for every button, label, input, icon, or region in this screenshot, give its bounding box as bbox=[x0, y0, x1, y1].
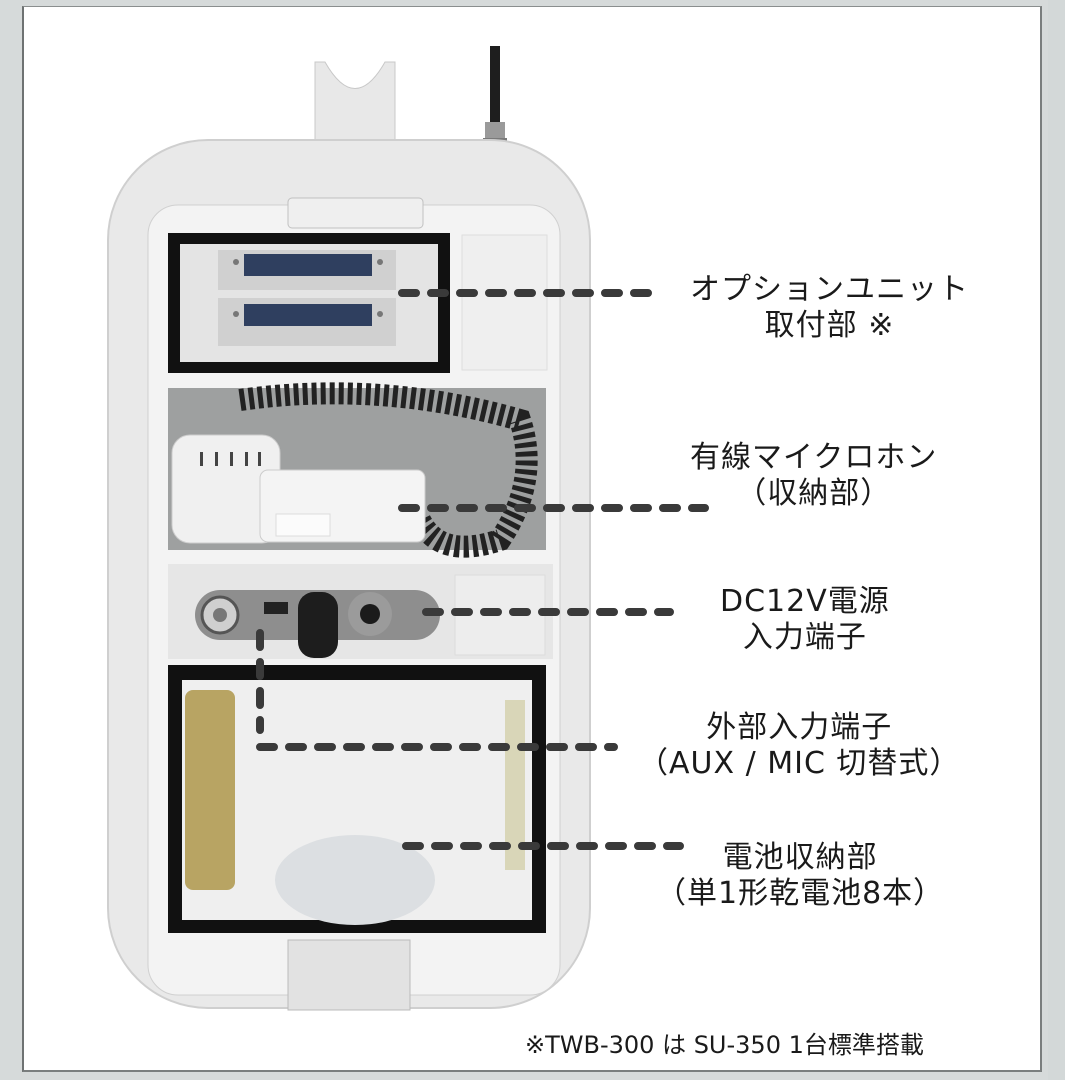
callout-line2: （AUX / MIC 切替式） bbox=[638, 746, 961, 781]
callout-line1: 電池収納部 bbox=[722, 840, 878, 875]
callout-line1: 有線マイクロホン bbox=[690, 440, 938, 475]
callout-ext-input: 外部入力端子 （AUX / MIC 切替式） bbox=[638, 710, 960, 782]
callout-line1: 外部入力端子 bbox=[706, 710, 893, 745]
callout-line1: オプションユニット bbox=[690, 272, 969, 307]
footnote: ※TWB-300 は SU-350 1台標準搭載 bbox=[525, 1031, 924, 1059]
callout-line2: 入力端子 bbox=[742, 620, 867, 655]
callout-dc-input: DC12V電源 入力端子 bbox=[720, 584, 890, 656]
option-unit-bay bbox=[168, 233, 548, 373]
window-edge-strip bbox=[1048, 0, 1065, 1080]
callout-line1: DC12V電源 bbox=[720, 584, 890, 619]
callout-battery: 電池収納部 （単1形乾電池8本） bbox=[656, 840, 944, 912]
callout-wired-mic: 有線マイクロホン （収納部） bbox=[690, 440, 937, 512]
battery-compartment bbox=[168, 665, 546, 1011]
leader-lines bbox=[256, 289, 709, 850]
callout-option-unit: オプションユニット 取付部 ※ bbox=[690, 272, 969, 344]
callout-line2: 取付部 ※ bbox=[764, 308, 895, 343]
microphone-compartment bbox=[168, 382, 546, 558]
callout-line2: （収納部） bbox=[736, 476, 892, 511]
callout-line2: （単1形乾電池8本） bbox=[656, 876, 945, 911]
